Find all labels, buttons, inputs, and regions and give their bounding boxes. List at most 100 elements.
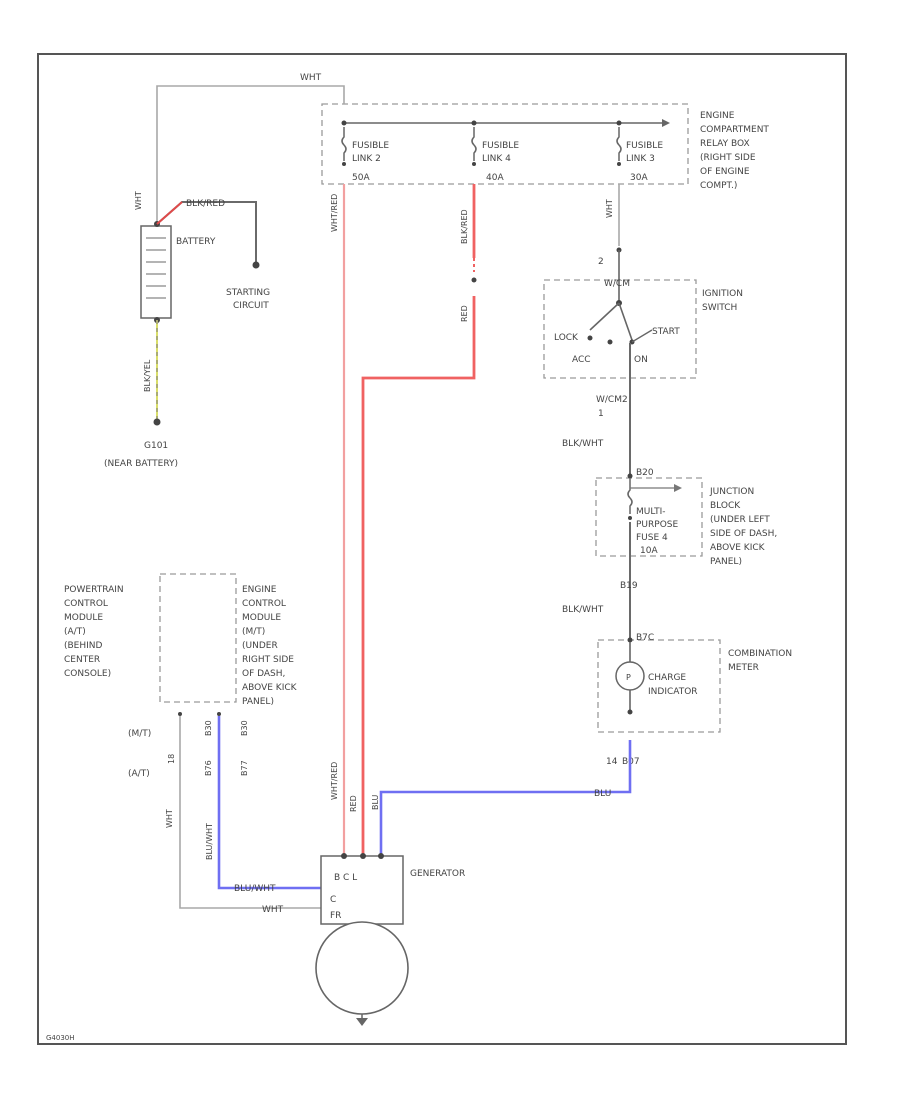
blk-red-label: BLK/RED — [460, 209, 469, 244]
wire-wht-pcm — [179, 716, 321, 909]
svg-text:(RIGHT SIDE: (RIGHT SIDE — [700, 153, 756, 163]
svg-text:ABOVE KICK: ABOVE KICK — [242, 683, 298, 693]
svg-text:ENGINE: ENGINE — [700, 111, 735, 121]
svg-text:PANEL): PANEL) — [242, 697, 274, 707]
wht-red-label-bottom: WHT/RED — [330, 762, 339, 800]
svg-text:(M/T): (M/T) — [242, 627, 265, 637]
relay-box-label: ENGINE COMPARTMENT RELAY BOX (RIGHT SIDE… — [700, 111, 769, 191]
svg-text:POWERTRAIN: POWERTRAIN — [64, 585, 124, 595]
svg-text:COMPARTMENT: COMPARTMENT — [700, 125, 769, 135]
pin-label-4: B77 — [240, 760, 249, 776]
fuse-link-4-line-3: 40A — [486, 173, 504, 183]
fuse-link-4-line-1: FUSIBLE — [482, 141, 519, 151]
svg-text:PURPOSE: PURPOSE — [636, 520, 678, 530]
svg-text:BLOCK: BLOCK — [710, 501, 741, 511]
blu-label-vertical: BLU — [371, 794, 380, 810]
pin-label-3: B76 — [204, 760, 213, 776]
diagram-frame — [37, 53, 847, 1045]
pcm-ecm-module: POWERTRAIN CONTROL MODULE (A/T) (BEHIND … — [64, 573, 237, 703]
wht-vertical-label: WHT — [165, 809, 174, 828]
wire-wht-top-label: WHT — [300, 73, 322, 83]
fuse-link-2-line-2: LINK 2 — [352, 154, 381, 164]
svg-text:P: P — [626, 673, 631, 682]
pin-label-1: B30 — [204, 720, 213, 736]
svg-text:COMPT.): COMPT.) — [700, 181, 737, 191]
blu-label: BLU — [594, 789, 611, 799]
wire-blu — [379, 740, 632, 856]
pin-label-5: 18 — [167, 754, 176, 764]
blk-wht-label-1: BLK/WHT — [562, 439, 604, 449]
svg-text:MULTI-: MULTI- — [636, 507, 666, 517]
svg-text:ENGINE: ENGINE — [242, 585, 277, 595]
ign-start: START — [652, 327, 680, 337]
generator: B C L C FR — [315, 853, 409, 1026]
ignition-switch-line-2: SWITCH — [702, 303, 737, 313]
svg-text:ABOVE KICK: ABOVE KICK — [710, 543, 766, 553]
fuse-link-3-line-1: FUSIBLE — [626, 141, 663, 151]
wire-red — [361, 296, 476, 856]
svg-text:RELAY BOX: RELAY BOX — [700, 139, 750, 149]
svg-text:OF DASH,: OF DASH, — [242, 669, 285, 679]
generator-ground-icon — [356, 1018, 368, 1026]
junction-block: B20 MULTI- PURPOSE FUSE 4 10A — [595, 468, 703, 557]
svg-text:MODULE: MODULE — [64, 613, 103, 623]
meter-pin-top: B7C — [636, 633, 654, 643]
battery-wht-label: WHT — [134, 191, 143, 210]
svg-text:CONTROL: CONTROL — [242, 599, 286, 609]
generator-label: GENERATOR — [410, 869, 465, 879]
battery-label: BATTERY — [176, 237, 216, 247]
mt-label: (M/T) — [128, 729, 151, 739]
wire-blu-wht — [217, 716, 321, 890]
blu-wht-horizontal-label: BLU/WHT — [234, 884, 276, 894]
generator-circle-icon — [315, 921, 409, 1015]
jb-pin-bottom: B19 — [620, 581, 638, 591]
fuse-link-2-line-3: 50A — [352, 173, 370, 183]
battery-pos-wire-label: BLK/RED — [186, 199, 225, 209]
svg-text:CONTROL: CONTROL — [64, 599, 108, 609]
svg-text:SIDE OF DASH,: SIDE OF DASH, — [710, 529, 777, 539]
ground-line-2: (NEAR BATTERY) — [104, 459, 178, 469]
blu-wht-vertical-label: BLU/WHT — [205, 823, 214, 860]
relay-box: FUSIBLE LINK 2 50A FUSIBLE LINK 4 40A FU… — [321, 103, 689, 185]
ign-pin-a: 2 — [598, 257, 604, 267]
fuse-link-4-line-2: LINK 4 — [482, 154, 511, 164]
wire-wht-top — [156, 85, 345, 222]
combination-meter-line-2: METER — [728, 663, 759, 673]
wire-wht-ign-label: WHT — [605, 199, 614, 218]
ign-pin-b: W/CM — [604, 279, 630, 289]
wht-horizontal-label: WHT — [262, 905, 284, 915]
svg-text:INDICATOR: INDICATOR — [648, 687, 698, 697]
svg-text:(UNDER: (UNDER — [242, 641, 278, 651]
svg-text:MODULE: MODULE — [242, 613, 281, 623]
red-label-bottom: RED — [349, 795, 358, 812]
ign-acc: ACC — [572, 355, 591, 365]
ignition-switch: W/CM LOCK START ACC ON — [543, 250, 697, 379]
svg-text:OF ENGINE: OF ENGINE — [700, 167, 750, 177]
ground-line-1: G101 — [144, 441, 168, 451]
pin-label-2: B30 — [240, 720, 249, 736]
junction-block-label: JUNCTION BLOCK (UNDER LEFT SIDE OF DASH,… — [709, 487, 777, 567]
ign-lock: LOCK — [554, 333, 579, 343]
svg-text:FUSE 4: FUSE 4 — [636, 533, 668, 543]
fuse-link-3-line-2: LINK 3 — [626, 154, 655, 164]
svg-text:10A: 10A — [640, 546, 658, 556]
gen-pin-c: C — [330, 895, 336, 905]
ign-on: ON — [634, 355, 648, 365]
fuse-link-3-line-3: 30A — [630, 173, 648, 183]
svg-text:(A/T): (A/T) — [64, 627, 86, 637]
blk-wht-label-2: BLK/WHT — [562, 605, 604, 615]
svg-text:PANEL): PANEL) — [710, 557, 742, 567]
starting-circuit-line-1: STARTING — [226, 288, 270, 298]
battery-symbol — [140, 221, 172, 323]
gen-pin-fr: FR — [330, 911, 341, 921]
fuse-link-4-symbol — [471, 127, 477, 166]
svg-text:(BEHIND: (BEHIND — [64, 641, 103, 651]
jb-pin-top: B20 — [636, 468, 654, 478]
svg-text:RIGHT SIDE: RIGHT SIDE — [242, 655, 294, 665]
gen-pin-row: B C L — [334, 873, 357, 883]
svg-text:CHARGE: CHARGE — [648, 673, 686, 683]
fuse-link-3-symbol — [616, 127, 622, 166]
battery-neg-wire-label: BLK/YEL — [143, 359, 152, 392]
diagram-code: G4030H — [46, 1034, 75, 1042]
